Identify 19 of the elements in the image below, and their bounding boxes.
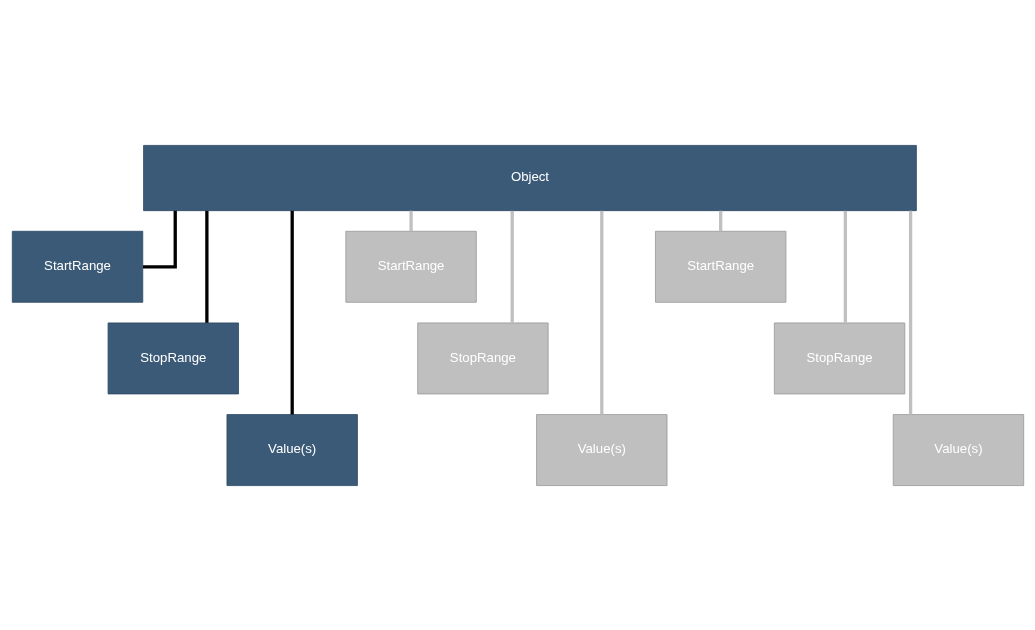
connector [718, 210, 722, 231]
node-box: StartRange [344, 230, 477, 303]
connector [290, 210, 294, 414]
node-box: Value(s) [535, 413, 667, 486]
node-box: StartRange [654, 230, 786, 303]
node-box: StopRange [773, 322, 905, 394]
connector [510, 210, 514, 323]
node-box: Value(s) [226, 413, 358, 486]
connector [843, 210, 847, 323]
connector [908, 210, 912, 414]
connector [142, 210, 177, 268]
node-box: StartRange [11, 230, 143, 303]
connector [599, 210, 603, 414]
connector [204, 210, 209, 323]
node-box: Object [142, 144, 917, 211]
connector [408, 210, 413, 231]
node-box: StopRange [107, 322, 239, 394]
node-box: StopRange [416, 322, 549, 394]
node-box: Value(s) [892, 413, 1024, 486]
